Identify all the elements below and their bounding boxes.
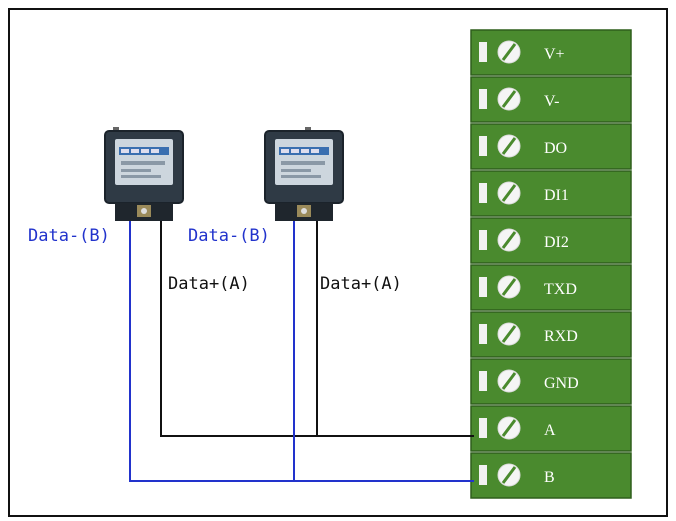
screw-slot-icon [501,184,517,202]
screw-slot-icon [501,372,517,390]
terminal-row-di1: DI1 [470,170,632,217]
wire-slot-icon [479,277,487,297]
screw-slot-icon [501,325,517,343]
screw-slot-icon [501,137,517,155]
screw-slot-icon [501,90,517,108]
wire-slot-icon [479,183,487,203]
screw-slot-icon [501,419,517,437]
screw-slot-icon [501,466,517,484]
terminal-label: B [544,469,555,486]
terminal-label: V- [544,93,559,110]
wire-slot-icon [479,465,487,485]
electric-meter-icon [104,127,184,221]
terminal-row-a: A [470,405,632,452]
wire-slot-icon [479,89,487,109]
meter1-data-plus-label: Data+(A) [168,274,250,294]
meter1-data-minus-label: Data-(B) [28,226,110,246]
terminal-row-do: DO [470,123,632,170]
terminal-row-txd: TXD [470,264,632,311]
terminal-label: RXD [544,328,578,345]
terminal-row-gnd: GND [470,358,632,405]
terminal-row-b: B [470,452,632,499]
wire-slot-icon [479,324,487,344]
terminal-label: A [544,422,556,439]
wires [129,218,474,482]
screw-slot-icon [501,43,517,61]
wire-a-meter1 [160,218,474,437]
wire-slot-icon [479,136,487,156]
screw-slot-icon [501,231,517,249]
screw-slot-icon [501,278,517,296]
terminal-label: DI1 [544,187,569,204]
terminal-row-vminus: V- [470,76,632,123]
terminal-row-rxd: RXD [470,311,632,358]
terminal-row-vplus: V+ [470,29,632,76]
terminal-label: DI2 [544,234,569,251]
meter2-data-minus-label: Data-(B) [188,226,270,246]
wire-slot-icon [479,230,487,250]
terminal-label: DO [544,140,567,157]
electric-meter-icon [264,127,344,221]
wire-slot-icon [479,371,487,391]
terminal-label: TXD [544,281,577,298]
wire-slot-icon [479,418,487,438]
terminal-label: GND [544,375,579,392]
terminal-row-di2: DI2 [470,217,632,264]
terminal-label: V+ [544,46,565,63]
wire-slot-icon [479,42,487,62]
meter2-data-plus-label: Data+(A) [320,274,402,294]
wire-b-meter1 [129,218,474,482]
